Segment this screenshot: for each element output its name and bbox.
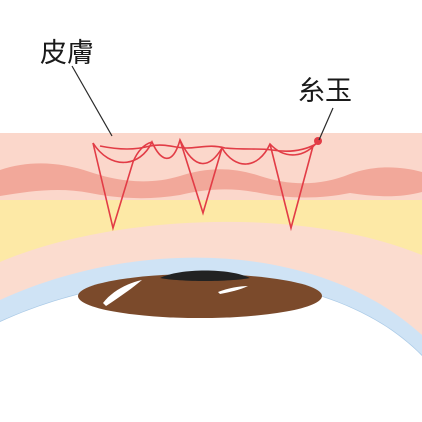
suture-top-thread	[92, 137, 319, 165]
subcutaneous-layer	[0, 185, 422, 340]
iris-highlight-left	[103, 280, 142, 306]
suture-loop-2	[179, 139, 223, 216]
suture-thread	[92, 137, 319, 232]
skin-dermis-band	[0, 163, 422, 199]
eyeball-surface	[0, 278, 422, 422]
iris-highlight-right	[218, 286, 248, 294]
skin-label: 皮膚	[40, 38, 94, 69]
suture-knot	[314, 137, 322, 145]
knot-leader-line	[318, 107, 334, 141]
suture-loop-1	[92, 141, 153, 232]
knot-label: 糸玉	[298, 76, 352, 107]
suture-top-thread-2	[99, 143, 317, 152]
suture-loop-3	[269, 143, 314, 232]
iris	[78, 274, 322, 318]
tarsal-layer	[0, 221, 422, 340]
skin-leader-line	[71, 65, 113, 137]
pupil	[160, 270, 250, 281]
